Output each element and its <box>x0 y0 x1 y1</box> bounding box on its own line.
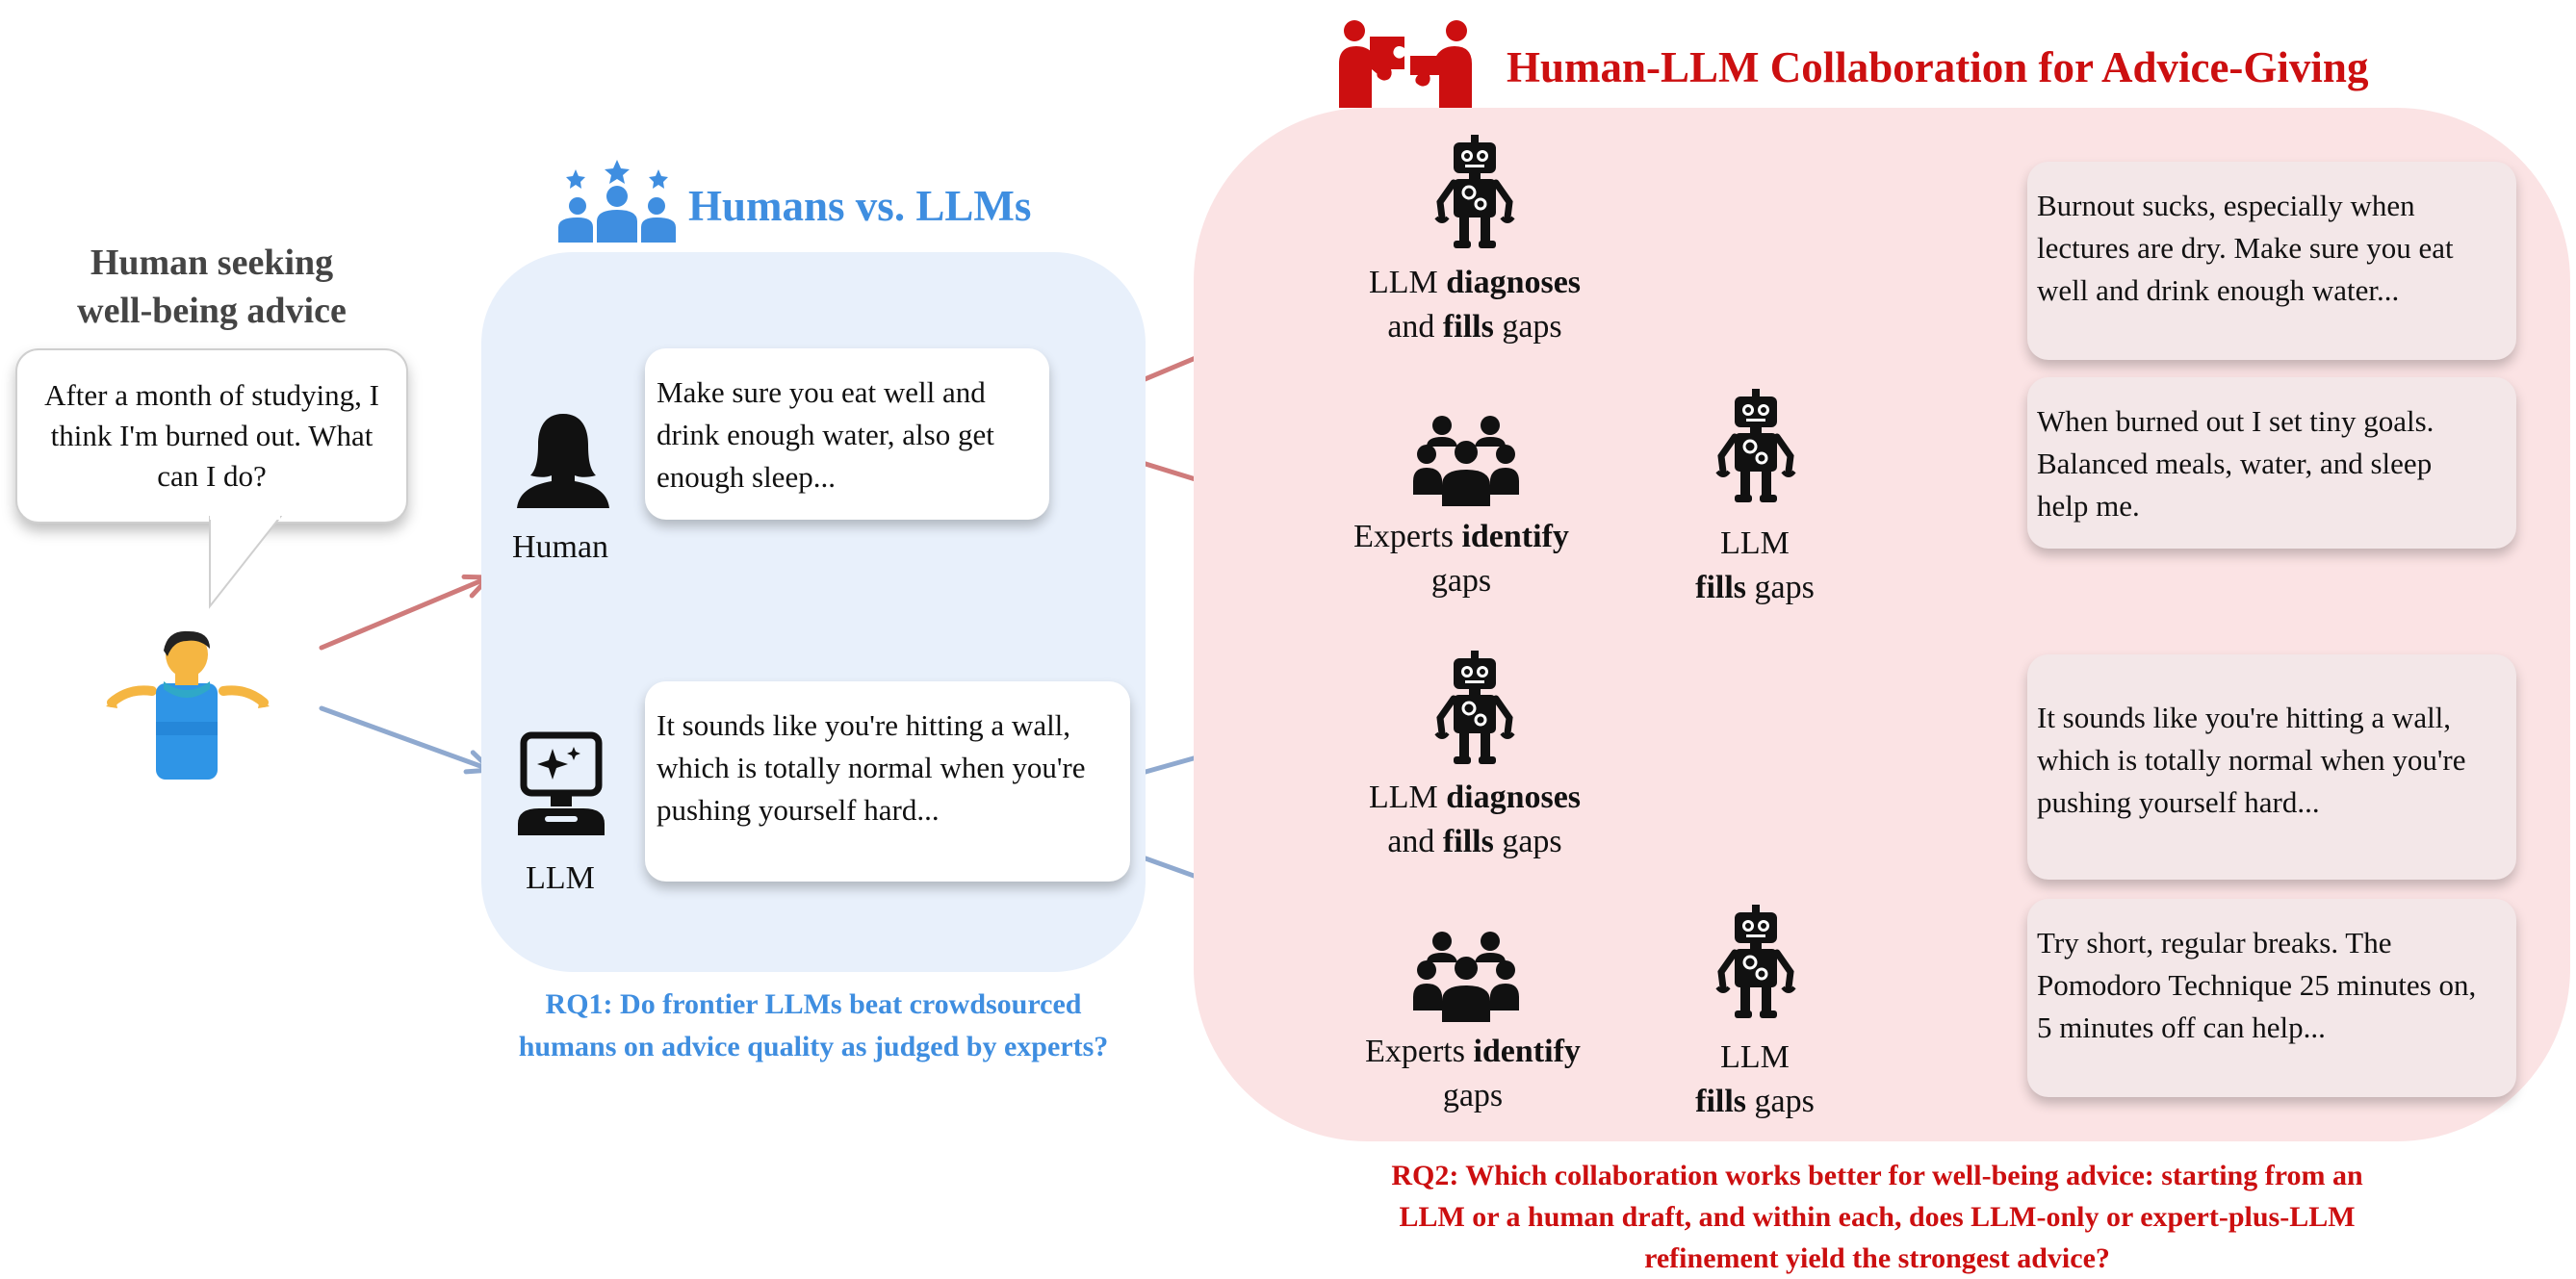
llm-diagnoses-label-1: LLM diagnoses and fills gaps <box>1321 261 1629 349</box>
label-text: Experts <box>1365 1034 1465 1069</box>
label-text: fills <box>1442 309 1494 345</box>
human-label: Human <box>511 529 609 565</box>
person-silhouette-icon <box>517 414 609 508</box>
output-line: help me. <box>2037 489 2140 523</box>
reply-line: enough sleep... <box>657 460 836 494</box>
rq2-line: refinement yield the strongest advice? <box>1644 1242 2110 1274</box>
label-text: LLM <box>1368 265 1438 300</box>
rq1-line: humans on advice quality as judged by ex… <box>518 1031 1109 1062</box>
output-card-llm-refined-human: Burnout sucks, especially when lectures … <box>2027 162 2516 360</box>
question-line: can I do? <box>157 459 267 493</box>
label-text: gaps <box>1430 563 1492 599</box>
seeker-title-line: Human seeking <box>90 243 334 283</box>
label-text: fills <box>1442 824 1494 859</box>
arrow-seeker-to-human <box>319 574 492 651</box>
robot-icon <box>1429 651 1521 771</box>
label-text: LLM <box>1720 1039 1790 1075</box>
experts-identify-label-1: Experts identify gaps <box>1307 515 1615 603</box>
output-line: Pomodoro Technique 25 minutes on, <box>2037 968 2477 1002</box>
reply-line: which is totally normal when you're <box>657 751 1086 784</box>
bubble-tail <box>209 516 283 609</box>
output-card-llm-refined-llm: It sounds like you're hitting a wall, wh… <box>2027 654 2516 880</box>
rq2-line: RQ2: Which collaboration works better fo… <box>1391 1160 2363 1191</box>
reply-line: pushing yourself hard... <box>657 793 940 827</box>
llm-diagnoses-label-2: LLM diagnoses and fills gaps <box>1321 776 1629 864</box>
seeker-title: Human seeking well-being advice <box>29 239 395 335</box>
output-line: When burned out I set tiny goals. <box>2037 404 2434 438</box>
label-text: gaps <box>1442 1078 1504 1113</box>
reply-line: It sounds like you're hitting a wall, <box>657 708 1071 742</box>
experts-group-icon <box>1413 414 1519 511</box>
output-card-expert-refined-human: When burned out I set tiny goals. Balanc… <box>2027 377 2516 549</box>
rq1-caption: RQ1: Do frontier LLMs beat crowdsourced … <box>481 984 1146 1068</box>
question-line: think I'm burned out. What <box>50 419 374 452</box>
output-line: 5 minutes off can help... <box>2037 1010 2326 1044</box>
question-line: After a month of studying, I <box>44 378 379 412</box>
output-line: It sounds like you're hitting a wall, <box>2037 701 2452 734</box>
reply-line: Make sure you eat well and <box>657 375 986 409</box>
label-text: diagnoses <box>1446 780 1582 815</box>
robot-icon <box>1710 389 1802 509</box>
label-text: gaps <box>1502 309 1562 345</box>
rq2-caption: RQ2: Which collaboration works better fo… <box>1271 1155 2484 1279</box>
label-text: LLM <box>1720 525 1790 561</box>
llm-label: LLM <box>526 860 595 896</box>
label-text: identify <box>1461 519 1569 554</box>
output-line: pushing yourself hard... <box>2037 785 2320 819</box>
shrugging-person-icon <box>106 630 270 780</box>
label-text: gaps <box>1754 1084 1815 1119</box>
output-line: lectures are dry. Make sure you eat <box>2037 231 2454 265</box>
output-line: Burnout sucks, especially when <box>2037 189 2415 222</box>
experts-group-icon <box>1413 930 1519 1027</box>
label-text: fills <box>1695 1084 1747 1119</box>
label-text: identify <box>1473 1034 1581 1069</box>
llm-fills-label-1: LLM fills gaps <box>1659 522 1851 610</box>
reply-line: drink enough water, also get <box>657 418 994 451</box>
label-text: fills <box>1695 570 1747 605</box>
robot-icon <box>1429 135 1521 255</box>
label-text: and <box>1387 309 1435 345</box>
collaboration-puzzle-icon <box>1339 20 1472 108</box>
question-bubble: After a month of studying, I think I'm b… <box>15 348 408 524</box>
output-line: Try short, regular breaks. The <box>2037 926 2392 959</box>
seeker-title-line: well-being advice <box>77 291 347 331</box>
output-line: Balanced meals, water, and sleep <box>2037 447 2433 480</box>
experts-identify-label-2: Experts identify gaps <box>1319 1030 1627 1118</box>
label-text: gaps <box>1502 824 1562 859</box>
arrow-seeker-to-llm <box>319 705 494 775</box>
label-text: and <box>1387 824 1435 859</box>
humans-vs-llms-title: Humans vs. LLMs <box>688 182 1032 230</box>
output-line: which is totally normal when you're <box>2037 743 2466 777</box>
collaboration-title: Human-LLM Collaboration for Advice-Givin… <box>1507 43 2369 91</box>
people-group-icon <box>558 160 676 243</box>
output-line: well and drink enough water... <box>2037 273 2400 307</box>
label-text: diagnoses <box>1446 265 1582 300</box>
llm-fills-label-2: LLM fills gaps <box>1659 1036 1851 1124</box>
label-text: gaps <box>1754 570 1815 605</box>
rq2-line: LLM or a human draft, and within each, d… <box>1399 1201 2356 1233</box>
label-text: LLM <box>1368 780 1438 815</box>
ai-monitor-icon <box>518 731 605 835</box>
rq1-line: RQ1: Do frontier LLMs beat crowdsourced <box>545 988 1082 1020</box>
robot-icon <box>1710 905 1802 1025</box>
llm-reply-card: It sounds like you're hitting a wall, wh… <box>645 681 1130 882</box>
label-text: Experts <box>1353 519 1454 554</box>
human-reply-card: Make sure you eat well and drink enough … <box>645 348 1049 520</box>
output-card-expert-refined-llm: Try short, regular breaks. The Pomodoro … <box>2027 899 2516 1097</box>
